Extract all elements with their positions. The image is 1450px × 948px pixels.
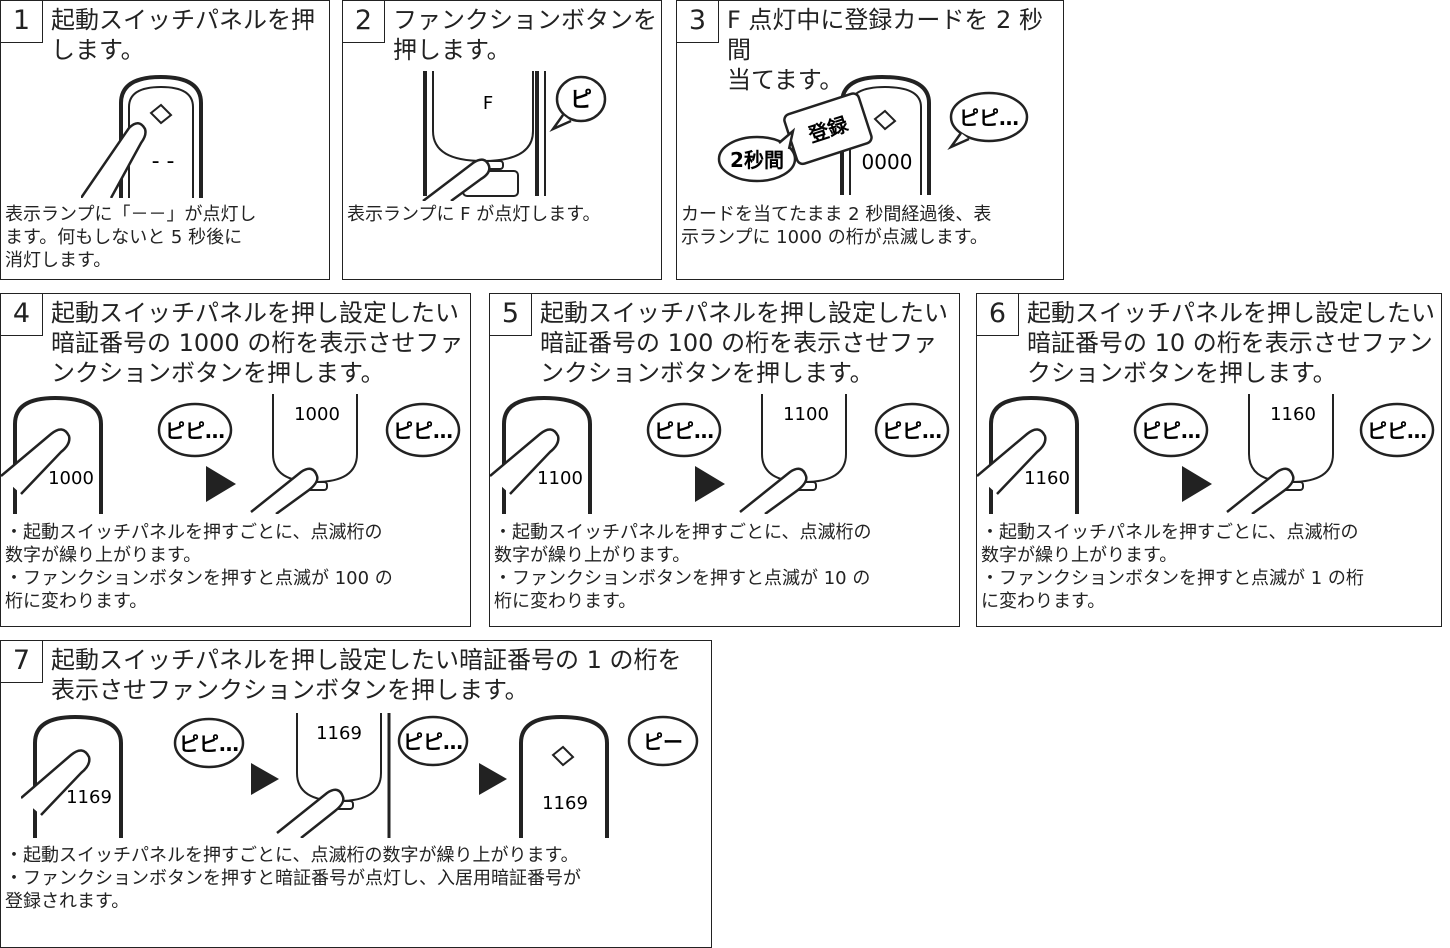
- lamp-display: F: [483, 93, 493, 114]
- step-description: 表示ランプに「－－」が点灯し ます。何もしないと 5 秒後に 消灯します。: [5, 204, 257, 271]
- illustration-text: ピピ…: [654, 419, 714, 443]
- illustration-text: 1169: [66, 787, 112, 808]
- step-description: カードを当てたまま 2 秒間経過後、表 示ランプに 1000 の桁が点滅します。: [681, 204, 992, 248]
- illustration-text: ピピ…: [1367, 419, 1427, 443]
- illustration-text: 1169: [542, 793, 588, 814]
- lamp-display: - -: [152, 149, 175, 174]
- step-number: 6: [977, 294, 1019, 336]
- step-3-panel: 3 F 点灯中に登録カードを 2 秒間 当てます。 0000 登録 2秒間 ピピ…: [676, 0, 1064, 280]
- bubble-text: ピピ…: [959, 106, 1019, 130]
- bubble-text: ピ: [570, 88, 592, 113]
- step-title: 起動スイッチパネルを押し設定したい暗証番号の 1 の桁を 表示させファンクション…: [51, 646, 682, 704]
- illustration-text: ピピ…: [403, 730, 463, 754]
- step-4-panel: 4 起動スイッチパネルを押し設定したい 暗証番号の 1000 の桁を表示させファ…: [0, 293, 471, 627]
- illustration-text: 1000: [48, 468, 94, 489]
- step-number: 7: [1, 641, 43, 683]
- step-number: 3: [677, 1, 719, 43]
- bubble-text: 2秒間: [730, 148, 784, 172]
- step-6-panel: 6 起動スイッチパネルを押し設定したい 暗証番号の 10 の桁を表示させファン …: [976, 293, 1442, 627]
- lamp-display: 0000: [862, 150, 913, 174]
- illustration-text: 1160: [1024, 468, 1070, 489]
- step-title: 起動スイッチパネルを押 します。: [51, 6, 315, 64]
- step-number: 5: [490, 294, 532, 336]
- illustration-text: ピピ…: [882, 419, 942, 443]
- step-2-panel: 2 ファンクションボタンを 押します。 F ピ 表示ランプに F が点灯します。: [342, 0, 662, 280]
- step-description: ・起動スイッチパネルを押すごとに、点滅桁の 数字が繰り上がります。 ・ファンクシ…: [5, 522, 393, 612]
- illustration-text: ピピ…: [393, 419, 453, 443]
- step-description: ・起動スイッチパネルを押すごとに、点滅桁の 数字が繰り上がります。 ・ファンクシ…: [981, 522, 1364, 612]
- step-title: 起動スイッチパネルを押し設定したい 暗証番号の 100 の桁を表示させファ ンク…: [540, 299, 948, 387]
- illustration-text: 1000: [294, 404, 340, 425]
- function-button-illustration: F ピ: [422, 71, 607, 201]
- step-number: 2: [343, 1, 385, 43]
- step-7-panel: 7 起動スイッチパネルを押し設定したい暗証番号の 1 の桁を 表示させファンクシ…: [0, 640, 712, 948]
- step-title: ファンクションボタンを 押します。: [393, 6, 657, 64]
- illustration-text: ピピ…: [1141, 419, 1201, 443]
- digit-set-illustration: 1000 ピピ… 1000 ピピ…: [1, 394, 461, 514]
- step-title: 起動スイッチパネルを押し設定したい 暗証番号の 10 の桁を表示させファン クシ…: [1027, 299, 1435, 387]
- illustration-text: ピピ…: [165, 419, 225, 443]
- step-number: 4: [1, 294, 43, 336]
- digit-set-illustration: 1160 ピピ… 1160 ピピ…: [977, 394, 1435, 514]
- step-5-panel: 5 起動スイッチパネルを押し設定したい 暗証番号の 100 の桁を表示させファ …: [489, 293, 960, 627]
- card-register-illustration: 0000 登録 2秒間 ピピ…: [717, 74, 1029, 195]
- digit-set-illustration: 1100 ピピ… 1100 ピピ…: [490, 394, 950, 514]
- step-description: ・起動スイッチパネルを押すごとに、点滅桁の数字が繰り上がります。 ・ファンクショ…: [5, 845, 581, 912]
- step-description: ・起動スイッチパネルを押すごとに、点滅桁の 数字が繰り上がります。 ・ファンクシ…: [494, 522, 872, 612]
- panel-touch-illustration: - -: [81, 74, 203, 198]
- illustration-text: ピピ…: [179, 732, 239, 756]
- illustration-text: 1100: [783, 404, 829, 425]
- step-title: F 点灯中に登録カードを 2 秒間 当てます。: [727, 6, 1043, 94]
- step-title: 起動スイッチパネルを押し設定したい 暗証番号の 1000 の桁を表示させファ ン…: [51, 299, 464, 387]
- illustration-text: 1160: [1270, 404, 1316, 425]
- illustration-text: 1100: [537, 468, 583, 489]
- illustration-text: ピー: [643, 730, 683, 754]
- step-1-panel: 1 起動スイッチパネルを押 します。 - - 表示ランプに「－－」が点灯し ます…: [0, 0, 330, 280]
- final-register-illustration: 1169 ピピ… 1169 ピピ… 1169 ピー: [21, 713, 699, 838]
- step-number: 1: [1, 1, 43, 43]
- illustration-text: 1169: [316, 723, 362, 744]
- step-description: 表示ランプに F が点灯します。: [347, 204, 601, 225]
